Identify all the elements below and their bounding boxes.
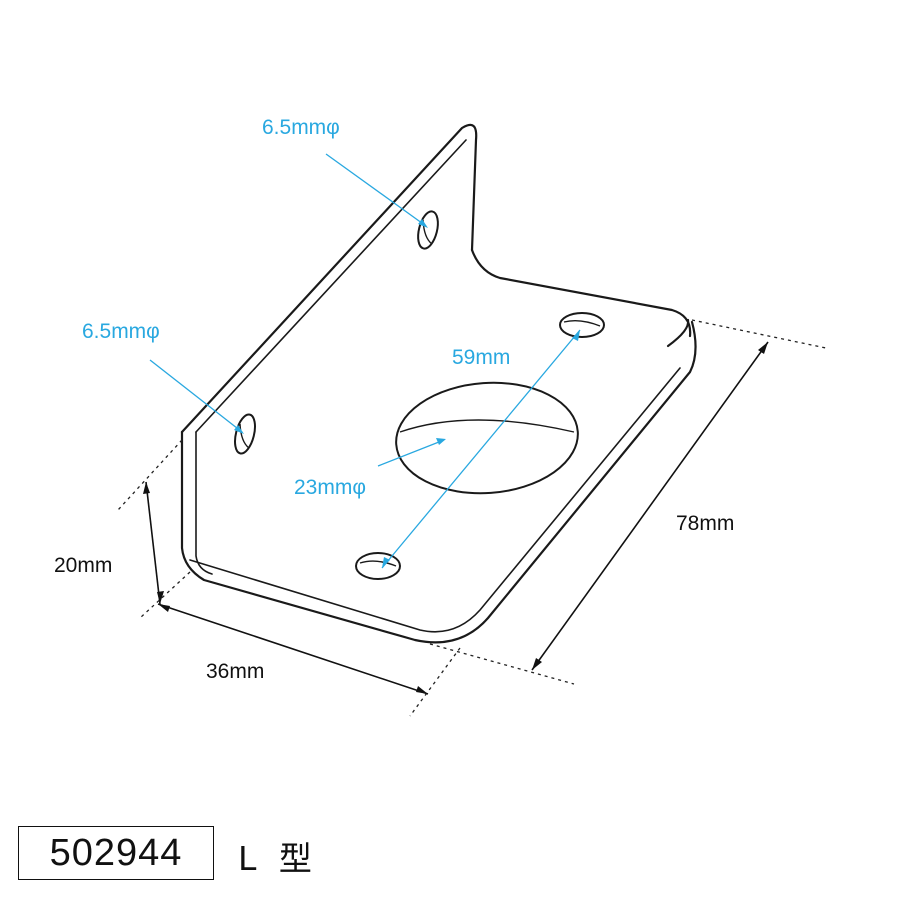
outer-bend — [180, 320, 697, 644]
vertical-flange-outer-edge — [180, 123, 478, 434]
hole-plate-back — [559, 312, 605, 338]
leader-hole-spacing — [381, 329, 581, 569]
inner-flange-edge — [195, 139, 467, 433]
arrow-length-top — [758, 342, 768, 354]
arrow-width-left — [158, 604, 170, 612]
ext-length-bottom — [429, 643, 575, 685]
label-height: 20mm — [54, 554, 112, 577]
leader-lines — [149, 153, 581, 569]
ext-height-bottom — [139, 571, 191, 619]
arrow-height-bottom — [157, 591, 164, 604]
dim-line-width — [157, 603, 429, 695]
arrow-spacing-bottom — [382, 557, 390, 568]
arrow-width-right — [416, 686, 428, 694]
plate-near-edge — [189, 367, 681, 633]
arrow-hole-lower — [234, 425, 244, 434]
label-center-hole: 23mmφ — [294, 476, 366, 499]
hole-plate-back-shade — [563, 319, 601, 327]
hole-plate-front — [355, 552, 401, 580]
leader-hole-upper — [325, 153, 427, 227]
product-code: 502944 — [49, 831, 183, 874]
hole-vertical-lower-shade — [239, 423, 250, 449]
leader-hole-lower — [149, 359, 243, 433]
product-code-box: 502944 — [18, 826, 214, 880]
label-length: 78mm — [676, 512, 734, 535]
label-hole-upper: 6.5mmφ — [262, 116, 340, 139]
hole-center-shade — [399, 419, 575, 433]
dim-line-length — [531, 341, 769, 671]
dimension-lines — [143, 341, 769, 695]
ext-height-top — [117, 439, 183, 511]
leader-center-hole — [377, 439, 445, 467]
arrow-spacing-top — [572, 330, 580, 341]
arrow-height-top — [143, 482, 150, 494]
plate-front-corner — [666, 318, 690, 348]
arrow-length-bottom — [532, 658, 542, 670]
ext-width-right — [409, 647, 461, 717]
extension-lines — [117, 319, 827, 717]
label-hole-spacing: 59mm — [452, 346, 510, 369]
hole-vertical-upper — [417, 210, 439, 250]
dim-line-height — [145, 481, 161, 605]
dimension-labels: 6.5mmφ 6.5mmφ 59mm 23mmφ 78mm 20mm 36mm — [54, 116, 734, 683]
ext-length-top — [691, 319, 827, 349]
arrow-hole-upper — [418, 219, 428, 228]
hole-vertical-lower — [234, 413, 256, 455]
product-type-label: L 型 — [238, 839, 318, 878]
hole-center — [395, 381, 579, 495]
bracket-body — [180, 123, 697, 644]
holes — [234, 210, 605, 580]
inner-bend-back — [470, 248, 692, 338]
hole-plate-front-shade — [359, 560, 397, 567]
inner-vertical-line — [195, 431, 213, 575]
arrow-center-hole — [436, 438, 446, 445]
label-hole-lower: 6.5mmφ — [82, 320, 160, 343]
label-width: 36mm — [206, 660, 264, 683]
